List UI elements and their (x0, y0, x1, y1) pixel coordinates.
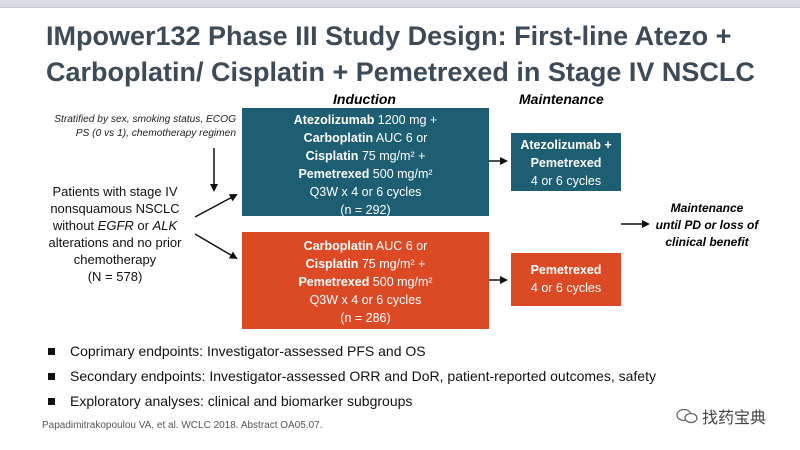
egfr-label: EGFR (97, 218, 134, 233)
arm-cycles: 4 or 6 cycles (530, 174, 602, 188)
bullet-item: Exploratory analyses: clinical and bioma… (46, 389, 786, 414)
arm-line: Pemetrexed 500 mg/m² (242, 273, 489, 291)
bullet-item: Coprimary endpoints: Investigator-assess… (46, 339, 786, 364)
watermark-text: 找药宝典 (702, 410, 767, 427)
drug-name: Pemetrexed (298, 167, 370, 181)
drug-name: Pemetrexed (511, 154, 621, 172)
induction-header: Induction (333, 91, 396, 107)
top-rule (0, 0, 800, 7)
arm-line: Pemetrexed 500 mg/m² (242, 165, 489, 183)
patients-line: alterations and no prior (48, 235, 182, 250)
bullet-marker (48, 398, 55, 405)
drug-name: Cisplatin (305, 257, 359, 271)
maintenance-until-line: clinical benefit (665, 235, 749, 249)
bullet-text: Secondary endpoints: Investigator-assess… (70, 368, 656, 384)
drug-name-text: Pemetrexed (530, 263, 602, 277)
drug-name-text: Atezolizumab + (520, 138, 612, 152)
patients-line: nonsquamous NSCLC (50, 201, 180, 216)
drug-name: Cisplatin (305, 149, 359, 163)
top-rule-line (0, 7, 800, 8)
drug-dose: 500 mg/m² (369, 275, 433, 289)
drug-name-text: Pemetrexed (530, 156, 602, 170)
alk-label: ALK (152, 218, 178, 233)
randomization-arrow-arm2 (194, 233, 238, 260)
drug-name: Pemetrexed (298, 275, 370, 289)
arm-line: Cisplatin 75 mg/m² + (242, 255, 489, 273)
patients-line: chemotherapy (73, 252, 157, 267)
citation: Papadimitrakopoulou VA, et al. WCLC 2018… (42, 420, 323, 431)
maintenance-until-line: until PD or loss of (655, 218, 759, 232)
arm-line: Carboplatin AUC 6 or (242, 129, 489, 147)
bullet-text: Coprimary endpoints: Investigator-assess… (70, 343, 426, 359)
arm-schedule: Q3W x 4 or 6 cycles (309, 185, 422, 199)
patient-population: Patients with stage IV nonsquamous NSCLC… (30, 183, 200, 285)
patients-line: Patients with stage IV (52, 184, 178, 199)
slide-title: IMpower132 Phase III Study Design: First… (46, 21, 755, 87)
drug-name: Atezolizumab + (511, 136, 621, 154)
chat-bubbles-icon (676, 408, 698, 424)
drug-name: Pemetrexed (511, 261, 621, 279)
patients-text: without (52, 218, 98, 233)
arm-line: Carboplatin AUC 6 or (242, 237, 489, 255)
drug-name: Carboplatin (303, 131, 374, 145)
bullet-item: Secondary endpoints: Investigator-assess… (46, 364, 786, 389)
bullet-text: Exploratory analyses: clinical and bioma… (70, 393, 413, 409)
maintenance-until-label: Maintenance until PD or loss of clinical… (640, 200, 774, 251)
drug-name: Carboplatin (303, 239, 374, 253)
induction-arm-chemo: Carboplatin AUC 6 or Cisplatin 75 mg/m² … (242, 232, 489, 329)
drug-dose: AUC 6 or (373, 131, 428, 145)
arm-line: Cisplatin 75 mg/m² + (242, 147, 489, 165)
maintenance-arm-atezo: Atezolizumab + Pemetrexed 4 or 6 cycles (511, 133, 621, 191)
bullet-marker (48, 348, 55, 355)
bullet-marker (48, 373, 55, 380)
arm-line: Atezolizumab 1200 mg + (242, 111, 489, 129)
drug-dose: 500 mg/m² (369, 167, 433, 181)
maintenance-arm-pemetrexed: Pemetrexed 4 or 6 cycles (511, 253, 621, 306)
drug-name: Atezolizumab (293, 113, 375, 127)
arm-schedule: Q3W x 4 or 6 cycles (309, 293, 422, 307)
patients-line: without EGFR or ALK (30, 217, 200, 234)
maintenance-header: Maintenance (519, 91, 604, 107)
drug-dose: AUC 6 or (373, 239, 428, 253)
maintenance-until-line: Maintenance (670, 201, 744, 215)
endpoints-list: Coprimary endpoints: Investigator-assess… (46, 339, 786, 414)
drug-dose: 75 mg/m² + (358, 149, 426, 163)
stratification-note: Stratified by sex, smoking status, ECOG … (54, 114, 236, 139)
induction-arm-atezo: Atezolizumab 1200 mg + Carboplatin AUC 6… (242, 108, 489, 217)
arm-n: (n = 286) (340, 311, 391, 325)
arm-cycles: 4 or 6 cycles (530, 281, 602, 295)
patients-line: (N = 578) (87, 269, 143, 284)
randomization-arrow-arm1 (194, 194, 238, 218)
drug-dose: 75 mg/m² + (358, 257, 426, 271)
watermark: 找药宝典 (676, 404, 766, 428)
patients-text: or (133, 218, 153, 233)
drug-dose: 1200 mg + (374, 113, 438, 127)
arm-n: (n = 292) (340, 203, 391, 217)
